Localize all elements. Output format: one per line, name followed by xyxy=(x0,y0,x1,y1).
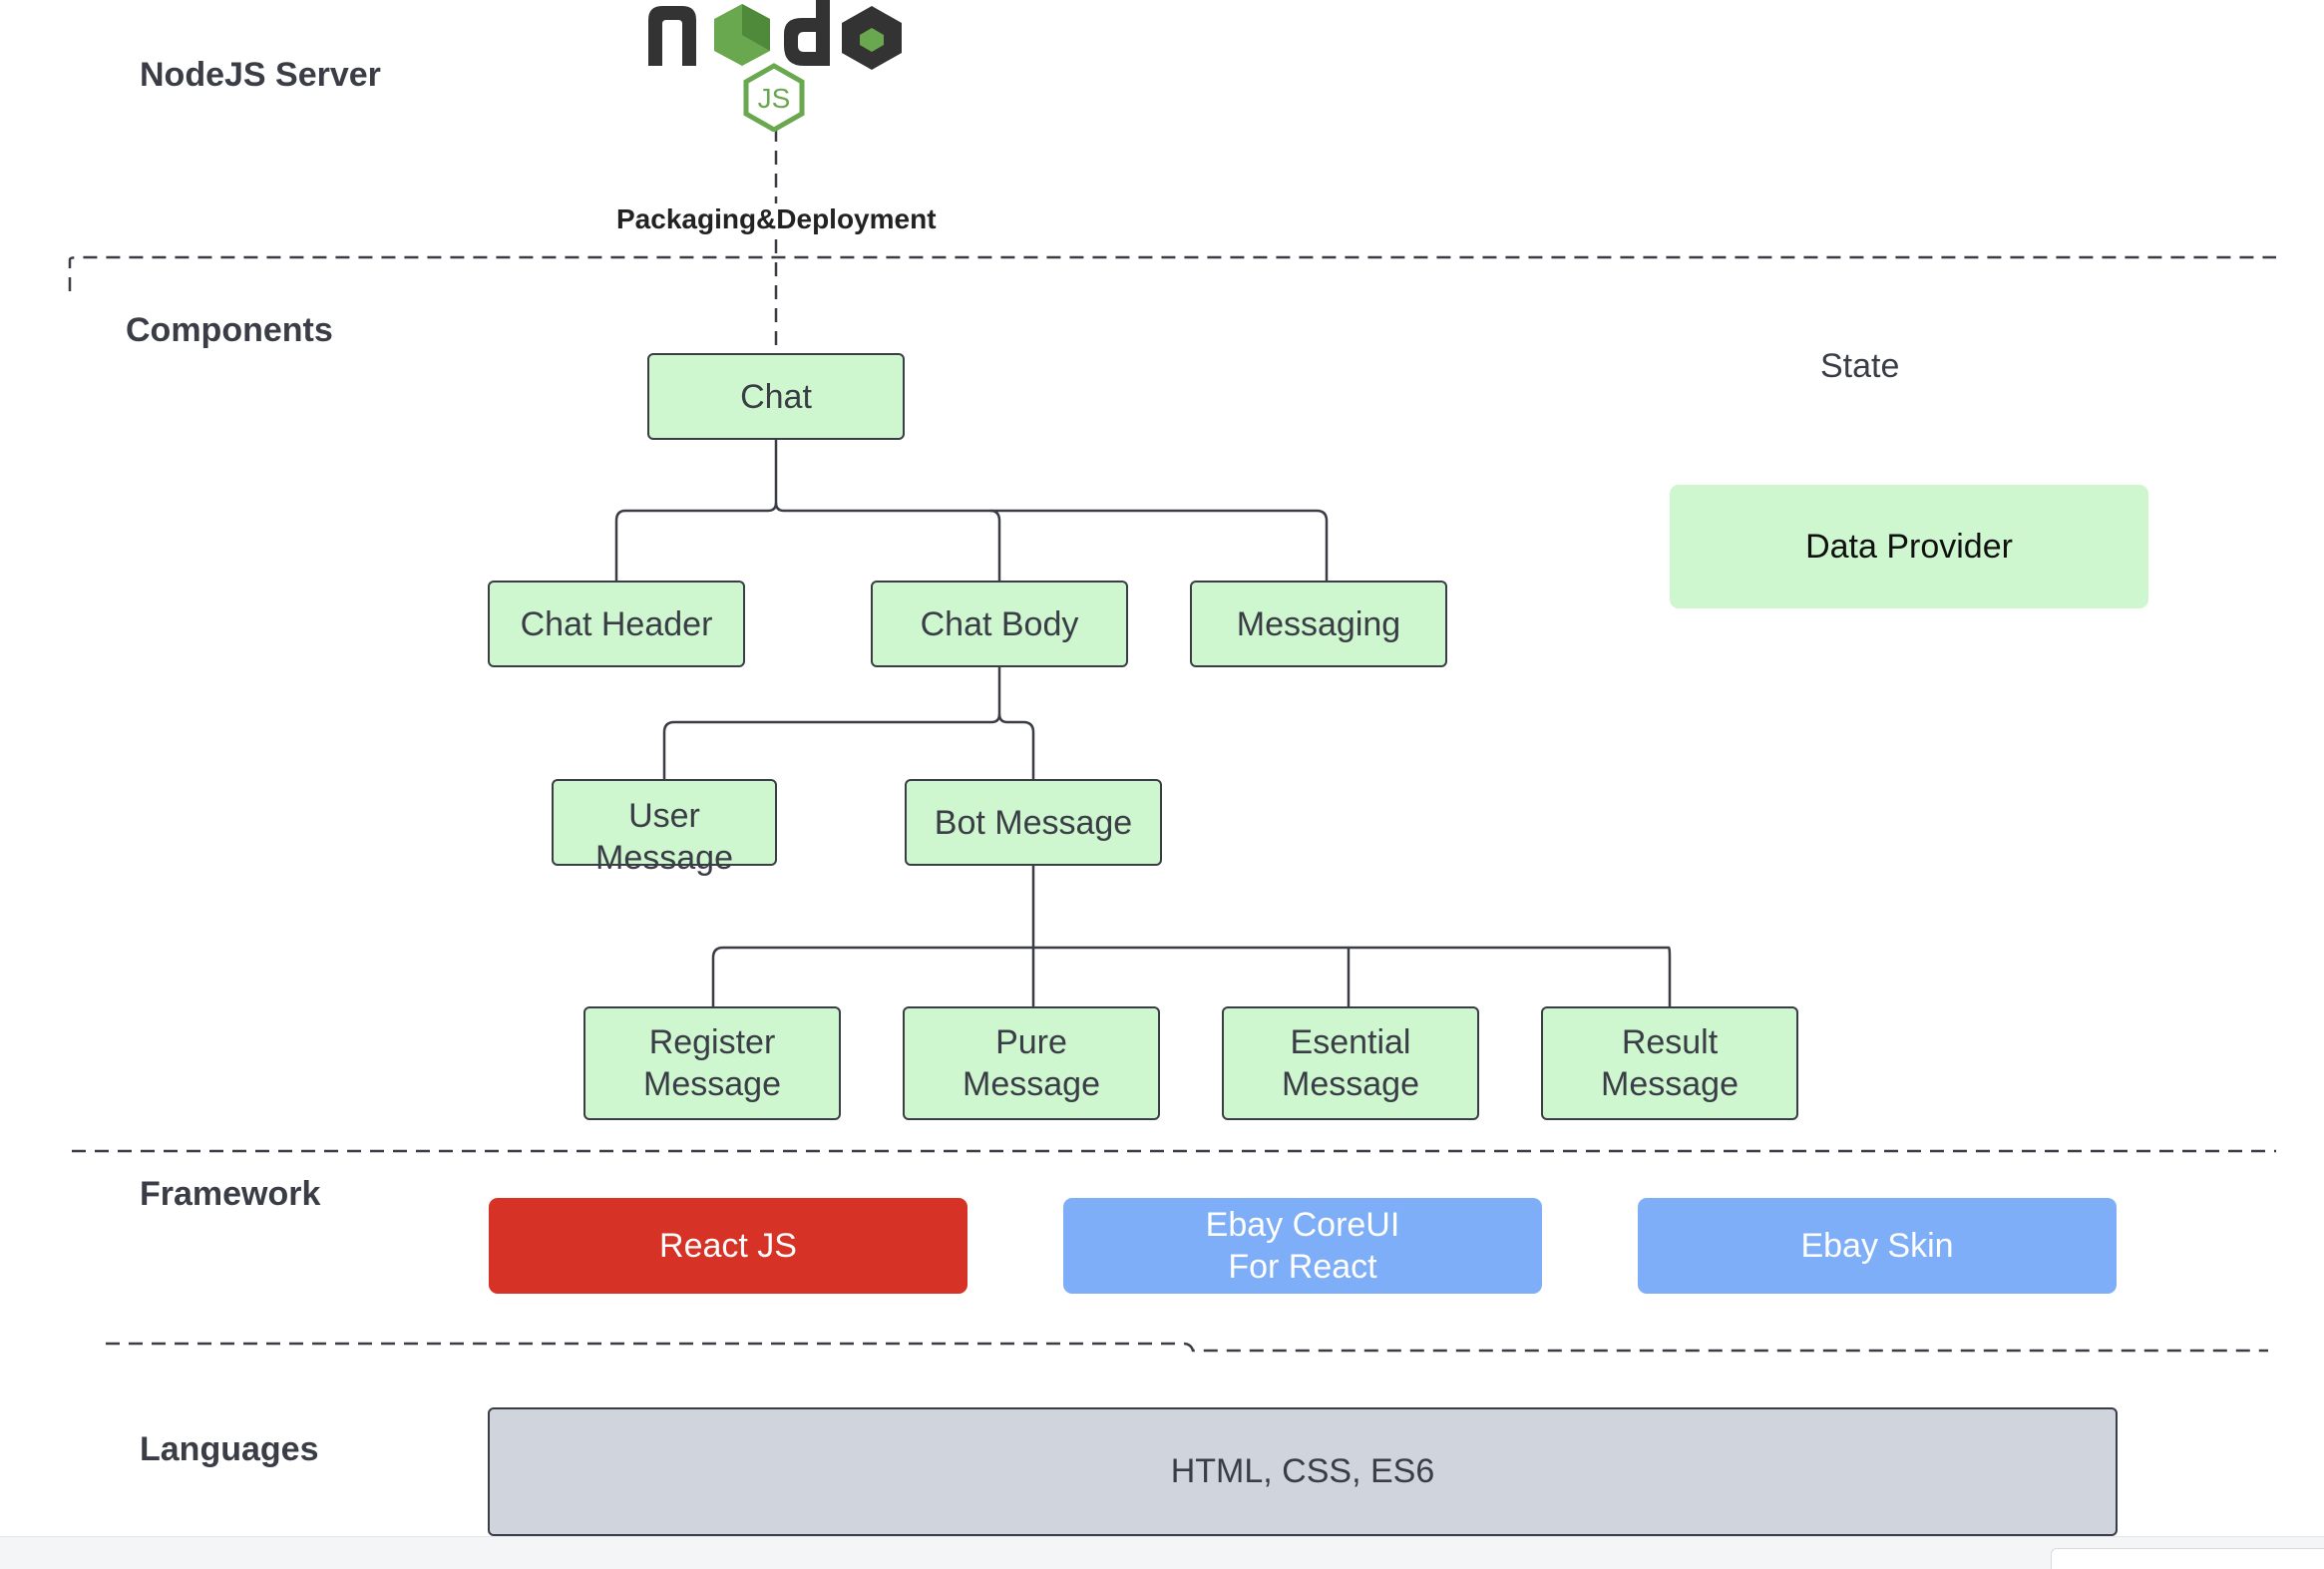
state-label: State xyxy=(1820,347,1900,385)
component-bot-message: Bot Message xyxy=(905,779,1162,866)
layer-label-components: Components xyxy=(126,311,333,349)
component-pure-message: Pure Message xyxy=(903,1006,1160,1120)
framework-ebay-skin: Ebay Skin xyxy=(1638,1198,2117,1294)
component-messaging: Messaging xyxy=(1190,581,1447,667)
component-chat: Chat xyxy=(647,353,905,440)
component-chat-body: Chat Body xyxy=(871,581,1128,667)
component-esential-message: Esential Message xyxy=(1222,1006,1479,1120)
connector-chat-header xyxy=(614,502,778,582)
connector-bot xyxy=(997,713,1035,780)
deploy-label: Packaging&Deployment xyxy=(614,203,939,235)
framework-ebay-coreui: Ebay CoreUI For React xyxy=(1063,1198,1542,1294)
component-user-message: User Message xyxy=(552,779,777,877)
connector-register xyxy=(711,946,1033,1007)
connector-chat-body xyxy=(989,509,1001,582)
framework-react-js: React JS xyxy=(489,1198,968,1294)
page-corner-widget xyxy=(2051,1548,2324,1569)
layer-label-framework: Framework xyxy=(140,1175,321,1213)
component-register-message: Register Message xyxy=(583,1006,841,1120)
languages-box: HTML, CSS, ES6 xyxy=(488,1407,2118,1536)
data-provider-box: Data Provider xyxy=(1670,485,2148,608)
layer-label-languages: Languages xyxy=(140,1430,319,1468)
component-chat-header: Chat Header xyxy=(488,581,745,667)
connector-chat-down xyxy=(774,439,1329,582)
separator-framework xyxy=(106,1342,2268,1353)
page-bottom-edge xyxy=(0,1536,2324,1569)
component-result-message: Result Message xyxy=(1541,1006,1798,1120)
separator-server xyxy=(68,255,2276,291)
connector-bot-down xyxy=(1031,864,1672,1007)
nodejs-logo: JS xyxy=(646,0,906,133)
layer-label-server: NodeJS Server xyxy=(140,56,381,94)
nodejs-logo-graphic: JS xyxy=(648,0,902,133)
nodejs-badge-text: JS xyxy=(758,83,791,114)
connector-chatbody-down xyxy=(662,666,1001,780)
